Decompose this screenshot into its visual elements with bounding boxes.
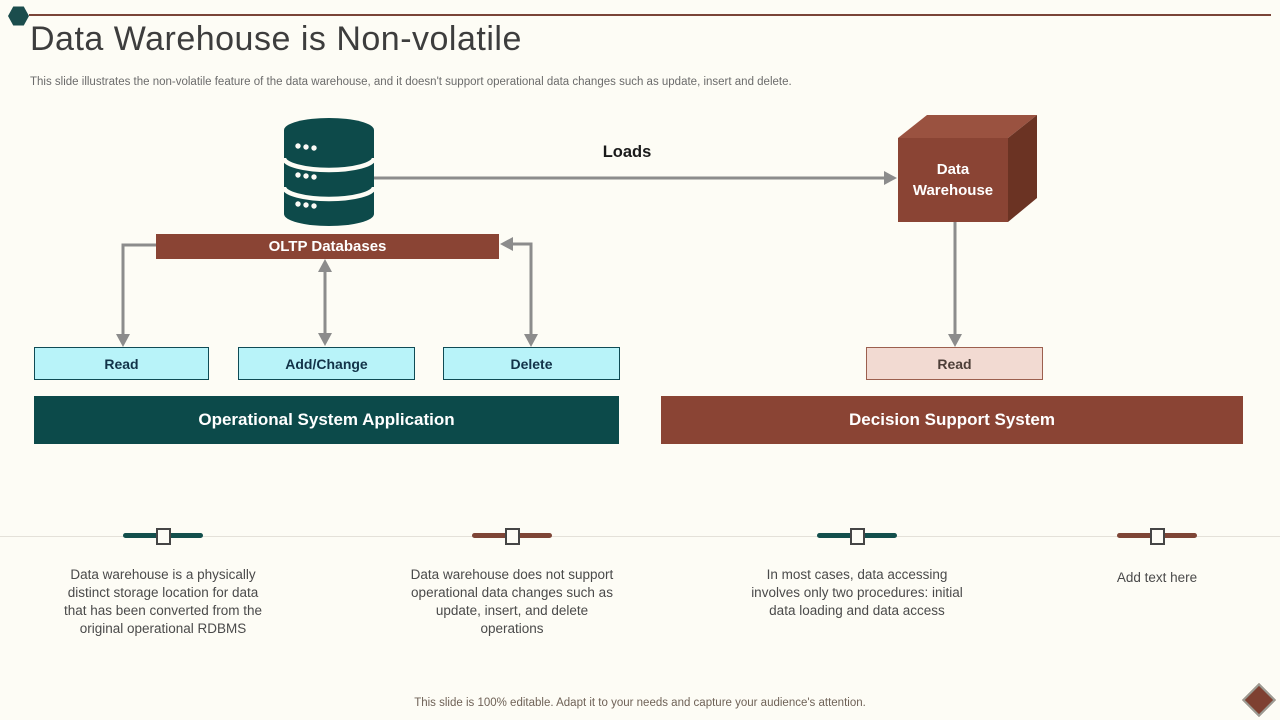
oltp-databases-label: OLTP Databases	[156, 234, 499, 259]
dss-read-box: Read	[866, 347, 1043, 380]
operation-add-change-box: Add/Change	[238, 347, 415, 380]
slider-knob-3	[850, 528, 865, 545]
note-text-2: Data warehouse does not support operatio…	[410, 567, 614, 636]
slider-knob-4	[1150, 528, 1165, 545]
slider-knob-1	[156, 528, 171, 545]
loads-label: Loads	[602, 143, 652, 161]
header-accent-line	[29, 14, 1271, 16]
note-text-3: In most cases, data accessing involves o…	[751, 567, 963, 618]
slider-knob-2	[505, 528, 520, 545]
data-warehouse-label: Data Warehouse	[912, 161, 994, 199]
operation-read-box: Read	[34, 347, 209, 380]
database-cylinder-icon	[283, 118, 375, 226]
decision-support-bar: Decision Support System	[661, 396, 1243, 444]
note-text-1: Data warehouse is a physically distinct …	[63, 567, 263, 636]
bottom-divider-line	[0, 536, 1280, 537]
hexagon-icon	[8, 6, 29, 26]
footer-note: This slide is 100% editable. Adapt it to…	[414, 697, 866, 709]
operation-delete-box: Delete	[443, 347, 620, 380]
note-text-4: Add text here	[1116, 570, 1198, 585]
page-title: Data Warehouse is Non-volatile	[30, 20, 522, 58]
data-warehouse-box	[898, 115, 1037, 222]
slide-subtitle: This slide illustrates the non-volatile …	[30, 76, 792, 88]
operational-system-bar: Operational System Application	[34, 396, 619, 444]
